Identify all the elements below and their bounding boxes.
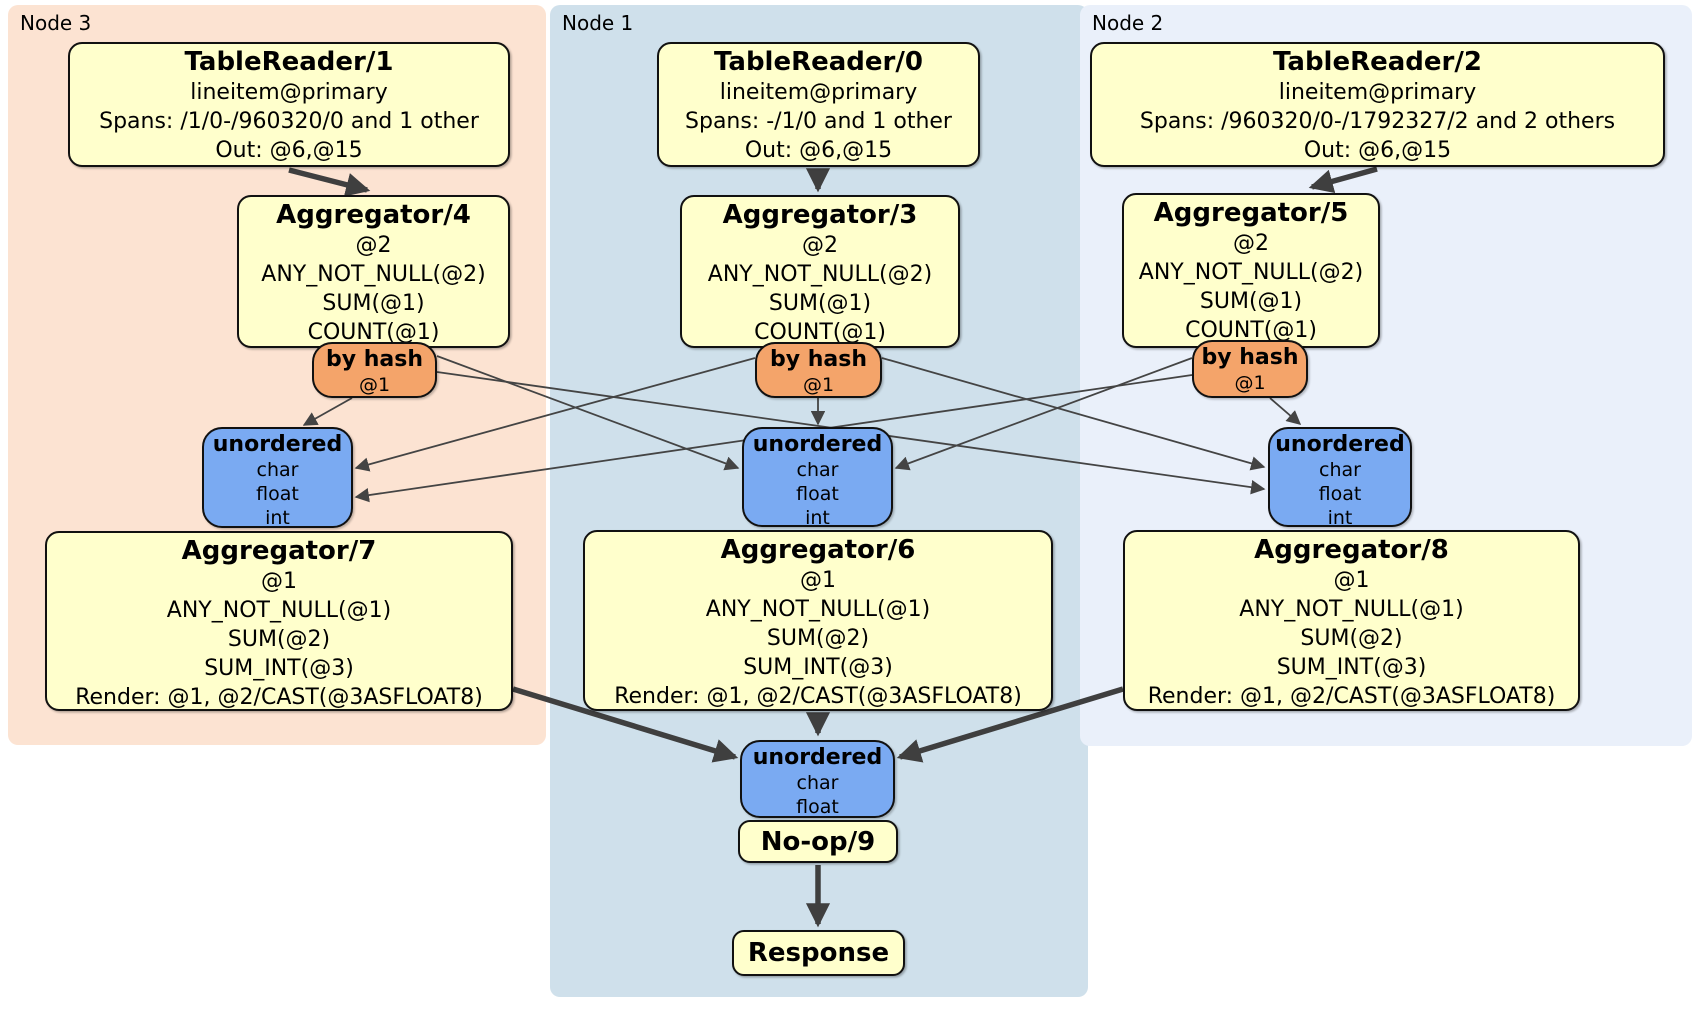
aggregator-6-title: Aggregator/6 xyxy=(720,535,916,565)
sync-center-type1: char xyxy=(796,459,839,481)
aggregator-5-title: Aggregator/5 xyxy=(1153,198,1349,228)
tablereader-1-out: Out: @6,@15 xyxy=(215,138,363,163)
tablereader-0-title: TableReader/0 xyxy=(714,47,923,77)
hash-router-left: by hash @1 xyxy=(312,342,437,398)
edge-router-right-to-sync-right xyxy=(1269,397,1302,425)
aggregator-6-render: Render: @1, @2/CAST(@3ASFLOAT8) xyxy=(614,684,1022,709)
sync-final-type1: char xyxy=(796,772,839,794)
tablereader-1-title: TableReader/1 xyxy=(184,47,394,77)
aggregator-8-fn3: SUM_INT(@3) xyxy=(1276,655,1427,680)
aggregator-8-title: Aggregator/8 xyxy=(1254,535,1449,565)
edge-router-left-to-sync-center xyxy=(436,355,740,471)
aggregator-8-box: Aggregator/8 @1 ANY_NOT_NULL(@1) SUM(@2)… xyxy=(1123,530,1580,711)
hash-router-right: by hash @1 xyxy=(1192,340,1308,398)
response-title: Response xyxy=(747,938,890,968)
sync-unordered-center: unordered char float int xyxy=(742,427,893,529)
edge-aggregator8-to-final-sync xyxy=(896,686,1124,763)
tablereader-0-box: TableReader/0 lineitem@primary Spans: -/… xyxy=(657,42,980,167)
tablereader-2-box: TableReader/2 lineitem@primary Spans: /9… xyxy=(1090,42,1665,167)
aggregator-5-box: Aggregator/5 @2 ANY_NOT_NULL(@2) SUM(@1)… xyxy=(1122,193,1380,348)
edge-router-left-to-sync-left xyxy=(302,397,353,426)
aggregator-3-title: Aggregator/3 xyxy=(722,200,918,230)
hash-router-right-title: by hash xyxy=(1201,345,1299,370)
sync-final-type2: float xyxy=(796,796,839,818)
tablereader-2-spans: Spans: /960320/0-/1792327/2 and 2 others xyxy=(1139,109,1616,134)
sync-unordered-right: unordered char float int xyxy=(1268,427,1412,529)
aggregator-6-group: @1 xyxy=(800,568,836,593)
edge-aggregator7-to-final-sync xyxy=(512,686,739,763)
response-box: Response xyxy=(732,930,905,976)
tablereader-2-title: TableReader/2 xyxy=(1273,47,1482,77)
edge-router-center-to-sync-left xyxy=(354,357,756,472)
aggregator-8-fn1: ANY_NOT_NULL(@1) xyxy=(1239,597,1464,622)
aggregator-3-group: @2 xyxy=(802,233,838,258)
aggregator-8-render: Render: @1, @2/CAST(@3ASFLOAT8) xyxy=(1147,684,1556,709)
sync-left-title: unordered xyxy=(212,432,343,457)
edge-tablereader2-to-aggregator5 xyxy=(1308,166,1378,194)
node1-label: Node 1 xyxy=(562,11,634,35)
aggregator-3-box: Aggregator/3 @2 ANY_NOT_NULL(@2) SUM(@1)… xyxy=(680,195,960,348)
aggregator-6-fn1: ANY_NOT_NULL(@1) xyxy=(705,597,931,622)
edge-tablereader1-to-aggregator4 xyxy=(288,167,371,197)
aggregator-7-fn3: SUM_INT(@3) xyxy=(204,656,354,681)
sync-center-type3: int xyxy=(805,507,830,529)
sync-center-title: unordered xyxy=(752,432,883,457)
aggregator-5-fn1: ANY_NOT_NULL(@2) xyxy=(1138,260,1364,285)
node3-label: Node 3 xyxy=(20,11,92,35)
tablereader-2-index: lineitem@primary xyxy=(1278,80,1477,105)
hash-router-left-title: by hash xyxy=(325,347,423,372)
aggregator-6-fn3: SUM_INT(@3) xyxy=(743,655,893,680)
aggregator-6-box: Aggregator/6 @1 ANY_NOT_NULL(@1) SUM(@2)… xyxy=(583,530,1053,711)
tablereader-0-index: lineitem@primary xyxy=(719,80,918,105)
aggregator-7-title: Aggregator/7 xyxy=(181,536,377,566)
tablereader-1-index: lineitem@primary xyxy=(190,80,388,105)
sync-final-title: unordered xyxy=(752,745,883,770)
aggregator-7-fn2: SUM(@2) xyxy=(227,627,331,652)
edge-router-right-to-sync-center xyxy=(894,357,1193,471)
noop-title: No-op/9 xyxy=(760,826,876,857)
aggregator-7-fn1: ANY_NOT_NULL(@1) xyxy=(166,598,392,623)
aggregator-5-fn3: COUNT(@1) xyxy=(1185,318,1317,343)
sync-left-type2: float xyxy=(256,483,299,505)
tablereader-1-box: TableReader/1 lineitem@primary Spans: /1… xyxy=(68,42,510,167)
aggregator-7-render: Render: @1, @2/CAST(@3ASFLOAT8) xyxy=(75,685,483,710)
aggregator-4-fn1: ANY_NOT_NULL(@2) xyxy=(261,262,486,287)
aggregator-3-fn2: SUM(@1) xyxy=(768,291,872,316)
aggregator-4-title: Aggregator/4 xyxy=(276,200,471,230)
sync-left-type1: char xyxy=(256,459,299,481)
sync-unordered-left: unordered char float int xyxy=(202,427,353,529)
aggregator-3-fn1: ANY_NOT_NULL(@2) xyxy=(707,262,933,287)
aggregator-4-box: Aggregator/4 @2 ANY_NOT_NULL(@2) SUM(@1)… xyxy=(237,195,510,348)
aggregator-5-group: @2 xyxy=(1233,231,1269,256)
node2-label: Node 2 xyxy=(1092,11,1164,35)
hash-router-left-key: @1 xyxy=(358,374,391,396)
tablereader-1-spans: Spans: /1/0-/960320/0 and 1 other xyxy=(99,109,479,134)
sync-center-type2: float xyxy=(796,483,839,505)
sync-right-type1: char xyxy=(1319,459,1361,481)
sync-right-title: unordered xyxy=(1275,432,1405,457)
sync-unordered-final: unordered char float xyxy=(740,740,895,818)
aggregator-5-fn2: SUM(@1) xyxy=(1199,289,1303,314)
tablereader-0-out: Out: @6,@15 xyxy=(744,138,893,163)
aggregator-4-fn2: SUM(@1) xyxy=(322,291,425,316)
aggregator-7-box: Aggregator/7 @1 ANY_NOT_NULL(@1) SUM(@2)… xyxy=(45,531,513,711)
hash-router-center-key: @1 xyxy=(802,374,835,396)
noop-box: No-op/9 xyxy=(738,820,898,863)
sync-left-type3: int xyxy=(265,507,290,529)
tablereader-2-out: Out: @6,@15 xyxy=(1303,138,1452,163)
tablereader-0-spans: Spans: -/1/0 and 1 other xyxy=(685,109,952,134)
sync-right-type2: float xyxy=(1318,483,1362,505)
edge-router-center-to-sync-right xyxy=(881,357,1266,471)
aggregator-4-group: @2 xyxy=(355,233,392,258)
aggregator-8-fn2: SUM(@2) xyxy=(1300,626,1403,651)
aggregator-3-fn3: COUNT(@1) xyxy=(754,320,886,345)
sync-right-type3: int xyxy=(1327,507,1353,529)
aggregator-4-fn3: COUNT(@1) xyxy=(307,320,440,345)
aggregator-8-group: @1 xyxy=(1333,568,1370,593)
hash-router-right-key: @1 xyxy=(1234,372,1266,394)
hash-router-center: by hash @1 xyxy=(755,342,882,398)
aggregator-6-fn2: SUM(@2) xyxy=(766,626,870,651)
hash-router-center-title: by hash xyxy=(769,347,867,372)
aggregator-7-group: @1 xyxy=(261,569,297,594)
